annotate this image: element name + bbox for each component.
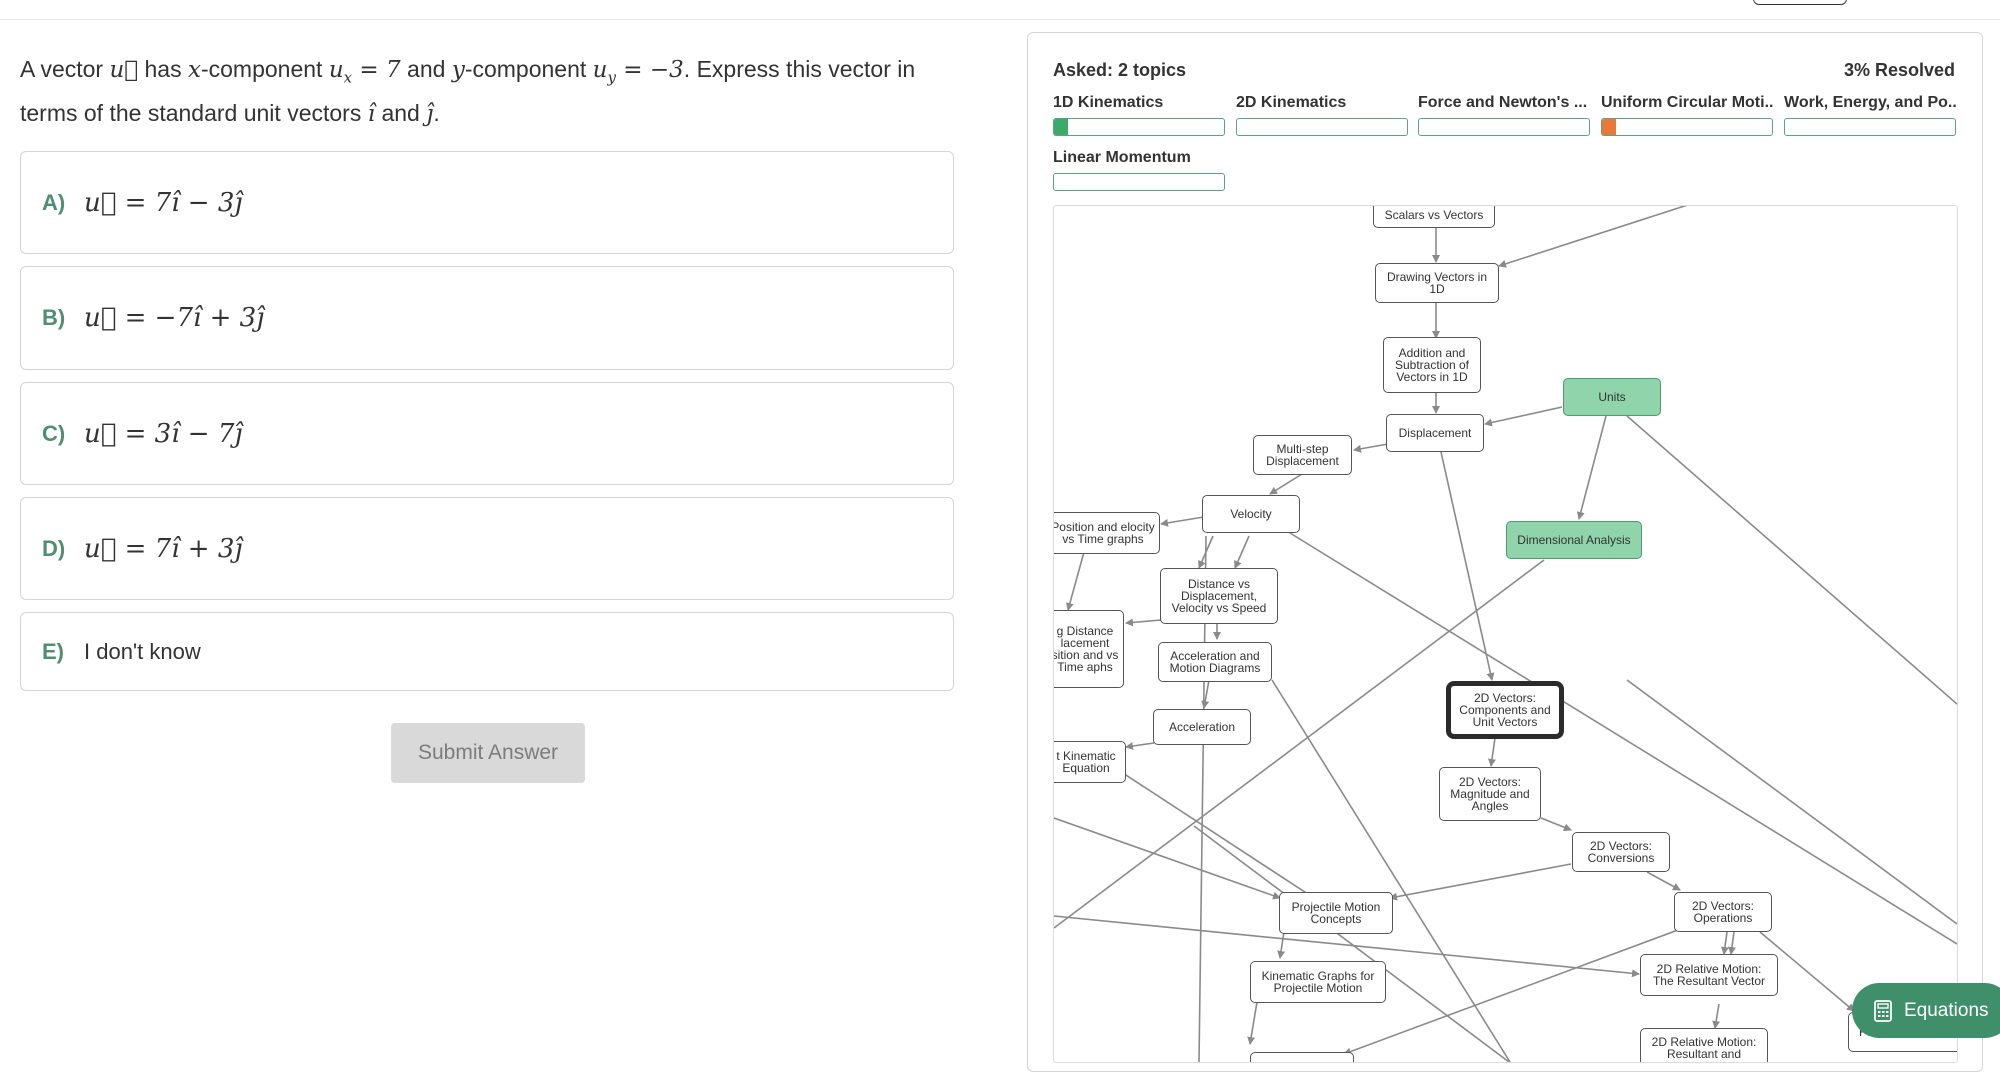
graph-node[interactable]: 2D Relative Motion: The Resultant Vector	[1640, 954, 1778, 996]
equations-label: Equations	[1904, 1000, 1989, 1022]
option-text: I don't know	[84, 639, 201, 665]
answer-option-c[interactable]: C) u⃗ = 3î − 7ĵ	[20, 382, 954, 485]
topic-progress-fill	[1602, 119, 1616, 135]
graph-node[interactable]: t Kinematic Equation	[1053, 741, 1126, 783]
graph-node[interactable]: Drawing Vectors in 1D	[1375, 263, 1499, 303]
topic-progress-bar	[1053, 173, 1225, 191]
option-letter: C)	[42, 421, 84, 447]
graph-node[interactable]: Kinematic Graphs for Projectile Motion	[1250, 961, 1386, 1003]
resolved-percent-label: 3% Resolved	[1844, 60, 1955, 81]
topic-label: Work, Energy, and Po...	[1784, 94, 1956, 114]
graph-node[interactable]: Projectile Motion Concepts	[1279, 892, 1393, 934]
graph-edges	[1054, 206, 1957, 1062]
topic-label: 1D Kinematics	[1053, 94, 1225, 114]
answer-option-d[interactable]: D) u⃗ = 7î + 3ĵ	[20, 497, 954, 600]
topic-progress-bar	[1418, 118, 1590, 136]
topic-dependency-graph[interactable]: Scalars vs Vectors Drawing Vectors in 1D…	[1053, 205, 1958, 1063]
graph-node-mastered[interactable]: Units	[1563, 378, 1661, 416]
topic-progress-bar	[1601, 118, 1773, 136]
answer-option-e[interactable]: E) I don't know	[20, 612, 954, 691]
topic-label: Force and Newton's ...	[1418, 94, 1590, 114]
topic-uniform-circular-motion[interactable]: Uniform Circular Moti...	[1601, 94, 1773, 136]
top-bar-button[interactable]	[1753, 0, 1847, 5]
option-letter: E)	[42, 639, 84, 665]
calculator-icon	[1874, 1000, 1892, 1022]
topic-1d-kinematics[interactable]: 1D Kinematics	[1053, 94, 1225, 136]
graph-node[interactable]: Displacement	[1386, 414, 1484, 452]
graph-node[interactable]: Addition and Subtraction of Vectors in 1…	[1383, 337, 1481, 393]
topic-label: Linear Momentum	[1053, 149, 1225, 169]
topic-work-energy-power[interactable]: Work, Energy, and Po...	[1784, 94, 1956, 136]
graph-node[interactable]: 2D Vectors: Conversions	[1572, 832, 1670, 872]
graph-node[interactable]: 2D Vectors: Magnitude and Angles	[1439, 767, 1541, 821]
question-text: A vector u⃗ has x-component ux = 7 and y…	[20, 52, 960, 132]
graph-node[interactable]: Position and elocity vs Time graphs	[1053, 512, 1160, 554]
topic-label: 2D Kinematics	[1236, 94, 1408, 114]
topic-2d-kinematics[interactable]: 2D Kinematics	[1236, 94, 1408, 136]
topic-progress-bar	[1236, 118, 1408, 136]
topic-progress-bar	[1053, 118, 1225, 136]
graph-node[interactable]: Scalars vs Vectors	[1373, 205, 1495, 228]
asked-topics-label: Asked: 2 topics	[1053, 60, 1186, 81]
option-text: u⃗ = 3î − 7ĵ	[84, 419, 242, 449]
topic-progress-fill	[1054, 119, 1068, 135]
graph-node[interactable]: Basic Projectile	[1250, 1052, 1354, 1063]
option-text: u⃗ = 7î − 3ĵ	[84, 188, 242, 218]
topic-label: Uniform Circular Moti...	[1601, 94, 1773, 114]
graph-node[interactable]: g Distance lacement sition and vs Time a…	[1053, 610, 1124, 688]
equations-button[interactable]: Equations	[1852, 983, 2000, 1038]
graph-node[interactable]: Acceleration and Motion Diagrams	[1158, 642, 1272, 682]
topic-linear-momentum[interactable]: Linear Momentum	[1053, 149, 1225, 191]
answer-option-b[interactable]: B) u⃗ = −7î + 3ĵ	[20, 266, 954, 370]
option-letter: B)	[42, 305, 84, 331]
top-bar	[0, 0, 2000, 20]
topic-force-newton[interactable]: Force and Newton's ...	[1418, 94, 1590, 136]
graph-node-mastered[interactable]: Dimensional Analysis	[1506, 521, 1642, 559]
option-text: u⃗ = 7î + 3ĵ	[84, 534, 242, 564]
option-letter: A)	[42, 190, 84, 216]
graph-node[interactable]: 2D Vectors: Operations	[1674, 892, 1772, 932]
graph-node[interactable]: Acceleration	[1153, 709, 1251, 745]
option-letter: D)	[42, 536, 84, 562]
answer-option-a[interactable]: A) u⃗ = 7î − 3ĵ	[20, 151, 954, 254]
graph-node[interactable]: Velocity	[1202, 495, 1300, 533]
graph-node[interactable]: 2D Relative Motion: Resultant and	[1640, 1028, 1768, 1063]
graph-node[interactable]: Distance vs Displacement, Velocity vs Sp…	[1160, 568, 1278, 624]
option-text: u⃗ = −7î + 3ĵ	[84, 303, 264, 333]
submit-answer-button[interactable]: Submit Answer	[391, 723, 585, 783]
graph-node-current[interactable]: 2D Vectors: Components and Unit Vectors	[1446, 681, 1564, 739]
topic-progress-bar	[1784, 118, 1956, 136]
graph-node[interactable]: Multi-step Displacement	[1253, 435, 1352, 475]
